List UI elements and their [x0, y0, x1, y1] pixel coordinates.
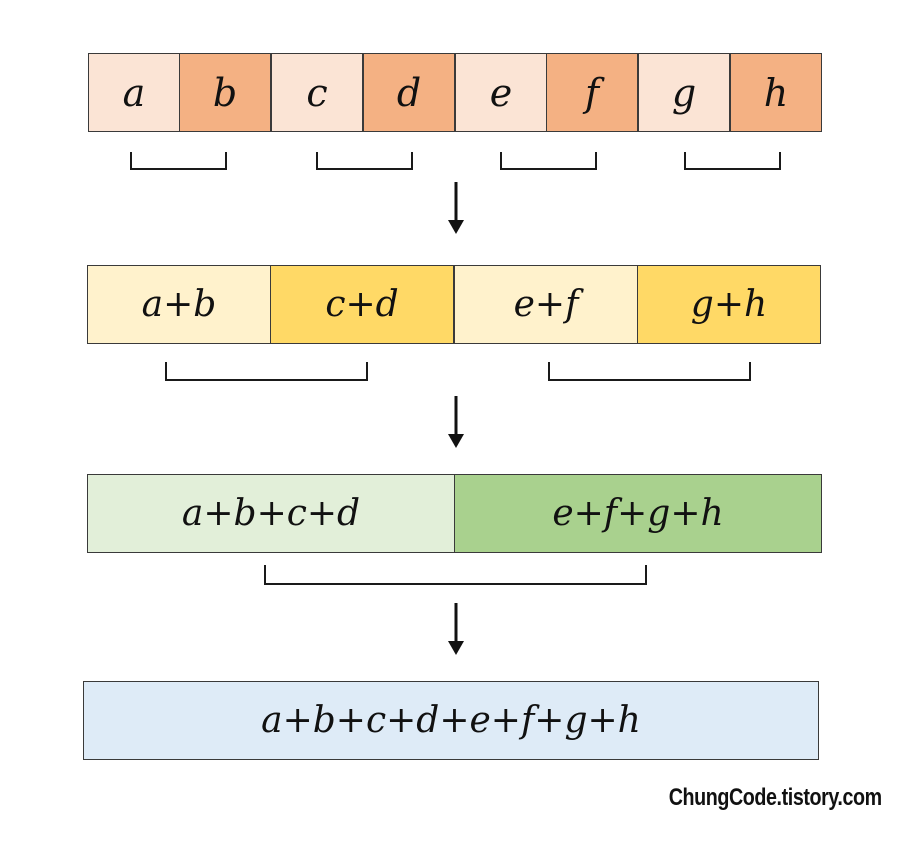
bracket-gh	[684, 152, 781, 170]
cell-f: f	[546, 53, 638, 132]
bracket-efgh	[548, 362, 751, 381]
cell-c: c	[271, 53, 363, 132]
cell-h: h	[730, 53, 822, 132]
down-arrow-icon	[448, 396, 464, 448]
bracket-cd	[316, 152, 413, 170]
cell-e-plus-f: e+f	[454, 265, 638, 344]
cell-e: e	[455, 53, 547, 132]
bracket-ab	[130, 152, 227, 170]
bracket-ef	[500, 152, 597, 170]
cell-a-plus-b: a+b	[87, 265, 271, 344]
bracket-all	[264, 565, 647, 585]
cell-b: b	[179, 53, 271, 132]
cell-total-sum: a+b+c+d+e+f+g+h	[83, 681, 819, 760]
cell-c-plus-d: c+d	[270, 265, 454, 344]
cell-g-plus-h: g+h	[637, 265, 821, 344]
cell-d: d	[363, 53, 455, 132]
cell-e-to-h: e+f+g+h	[454, 474, 822, 553]
cell-g: g	[638, 53, 730, 132]
down-arrow-icon	[448, 603, 464, 655]
cell-a: a	[88, 53, 180, 132]
watermark: ChungCode.tistory.com	[669, 784, 882, 811]
cell-a-to-d: a+b+c+d	[87, 474, 455, 553]
down-arrow-icon	[448, 182, 464, 234]
bracket-abcd	[165, 362, 368, 381]
